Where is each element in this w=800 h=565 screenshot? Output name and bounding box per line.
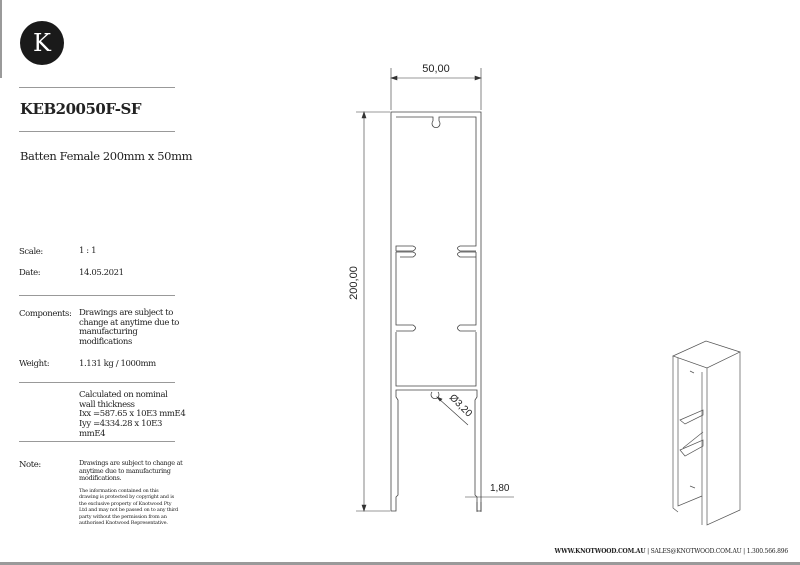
page-border-bottom xyxy=(0,562,800,565)
height-dimension: 200,00 xyxy=(348,266,360,300)
ixx-value: Ixx =587.65 x 10E3 mmE4 xyxy=(79,409,186,419)
screw-slot-bottom xyxy=(430,391,440,400)
product-description: Batten Female 200mm x 50mm xyxy=(20,149,193,163)
components-label: Components: xyxy=(19,309,72,319)
knotwood-logo: K xyxy=(20,21,64,65)
hole-diameter-dimension: Ø3,20 xyxy=(447,392,474,419)
date-value: 14.05.2021 xyxy=(79,268,124,278)
footer-contact: WWW.KNOTWOOD.COM.AU | SALES@KNOTWOOD.COM… xyxy=(554,548,789,555)
calc-note: Calculated on nominal wall thickness xyxy=(79,390,168,410)
logo-letter: K xyxy=(33,29,51,57)
screw-slot-top xyxy=(431,120,441,129)
page-border-left xyxy=(0,0,2,78)
width-dimension: 50,00 xyxy=(422,63,450,75)
divider xyxy=(19,131,175,132)
isometric-view xyxy=(672,340,741,526)
date-label: Date: xyxy=(19,268,41,278)
copyright-text: The information contained on this drawin… xyxy=(79,488,179,527)
divider xyxy=(19,382,175,383)
profile-section xyxy=(390,111,482,512)
scale-value: 1 : 1 xyxy=(79,246,97,256)
dimension-lines xyxy=(356,68,514,512)
divider xyxy=(19,441,175,442)
iyy-value: Iyy =4334.28 x 10E3 mmE4 xyxy=(79,419,162,439)
product-code: KEB20050F-SF xyxy=(20,100,142,118)
divider xyxy=(19,87,175,88)
website-link[interactable]: WWW.KNOTWOOD.COM.AU xyxy=(554,548,646,555)
divider xyxy=(19,295,175,296)
components-value: Drawings are subject to change at anytim… xyxy=(79,308,179,347)
scale-label: Scale: xyxy=(19,247,43,257)
wall-thickness-dimension: 1,80 xyxy=(490,483,510,494)
contact-details: | SALES@KNOTWOOD.COM.AU | 1.300.566.896 xyxy=(645,548,788,555)
weight-value: 1.131 kg / 1000mm xyxy=(79,359,156,369)
note-label: Note: xyxy=(19,460,41,470)
weight-label: Weight: xyxy=(19,359,50,369)
note-text: Drawings are subject to change at anytim… xyxy=(79,459,183,482)
